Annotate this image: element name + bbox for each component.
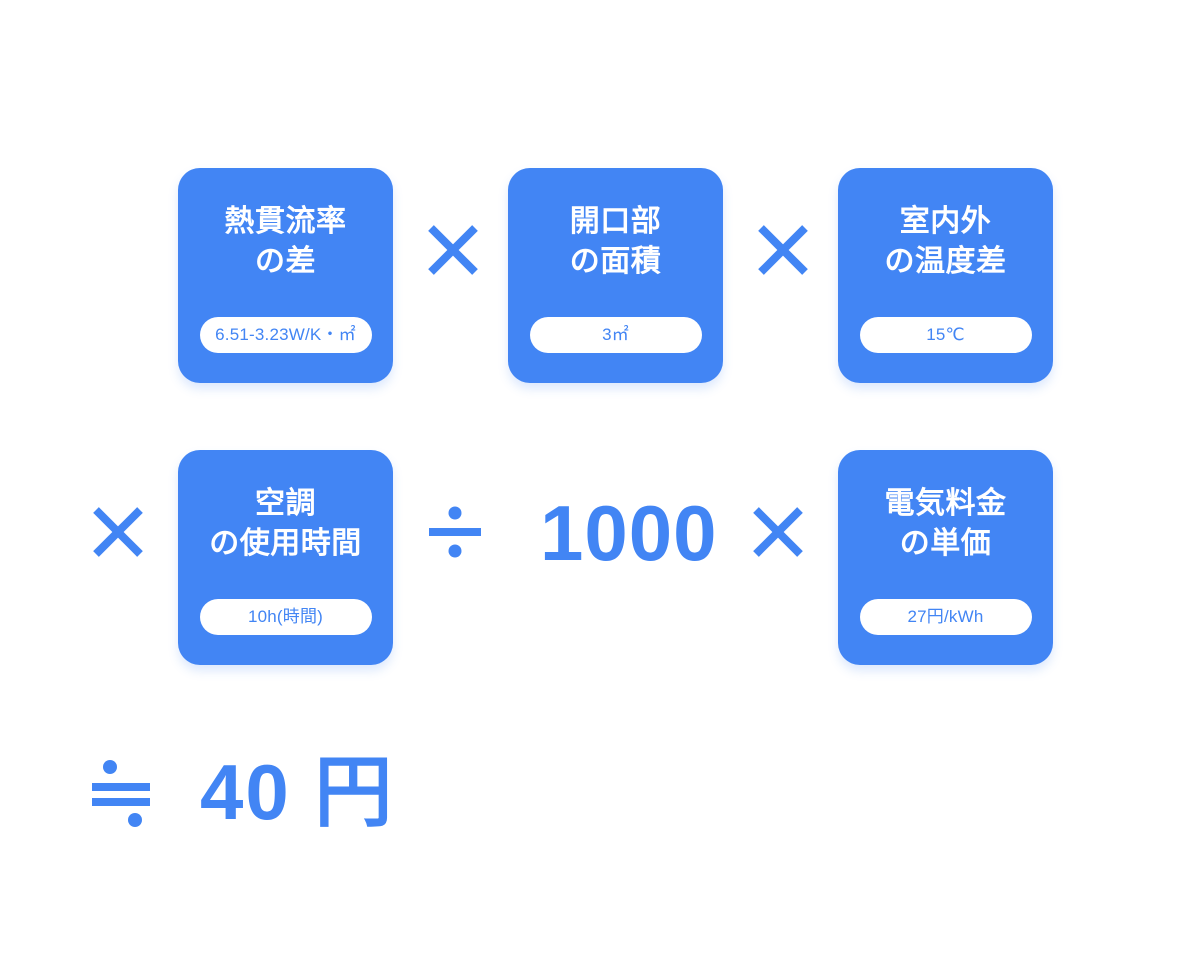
card-title: 電気料金 の単価 [884, 487, 1007, 560]
divisor-value: 1000 [540, 489, 718, 577]
formula-card-heat-transmission-difference: 熱貫流率 の差 6.51-3.23W/K・㎡ [178, 168, 393, 383]
formula-card-electricity-unit-price: 電気料金 の単価 27円/kWh [838, 450, 1053, 665]
multiply-icon [421, 218, 485, 282]
card-title: 熱貫流率 の差 [224, 205, 347, 278]
result-value: 40 円 [200, 748, 395, 836]
card-badge-value: 3㎡ [529, 316, 702, 353]
card-badge-value: 6.51-3.23W/K・㎡ [199, 316, 372, 353]
card-title: 室内外 の温度差 [884, 205, 1007, 278]
divide-icon [423, 500, 487, 564]
formula-card-air-conditioner-usage-time: 空調 の使用時間 10h(時間) [178, 450, 393, 665]
multiply-icon [751, 218, 815, 282]
card-title: 開口部 の面積 [569, 205, 662, 278]
formula-card-opening-area: 開口部 の面積 3㎡ [508, 168, 723, 383]
card-badge-value: 27円/kWh [859, 598, 1032, 635]
approximately-equal-icon [88, 752, 158, 832]
multiply-icon [746, 500, 810, 564]
card-title: 空調 の使用時間 [209, 487, 362, 560]
multiply-icon [86, 500, 150, 564]
formula-card-indoor-outdoor-temperature-difference: 室内外 の温度差 15℃ [838, 168, 1053, 383]
card-badge-value: 10h(時間) [199, 598, 372, 635]
card-badge-value: 15℃ [859, 316, 1032, 353]
